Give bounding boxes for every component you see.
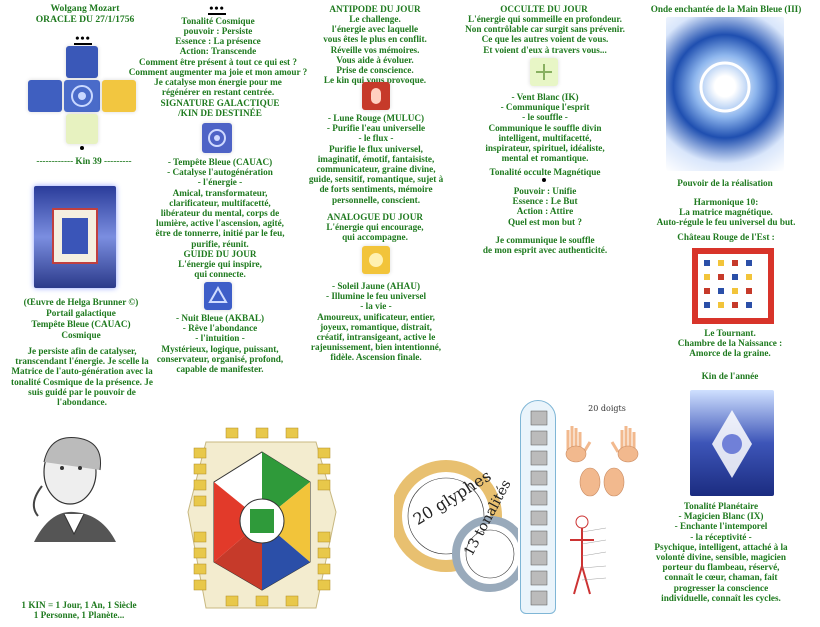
castle-grid — [692, 248, 774, 324]
realisation-label: Pouvoir de la réalisation — [677, 178, 773, 188]
storm-glyph — [202, 123, 232, 153]
doigts-label: 20 doigts — [588, 404, 626, 413]
mozart-portrait — [20, 426, 128, 542]
oracle-date: ORACLE DU 27/1/1756 — [35, 14, 135, 25]
analog-description: - Soleil Jaune (AHAU) - Illumine le feu … — [310, 281, 442, 363]
guide-title: GUIDE DU JOUR — [183, 249, 257, 259]
night-glyph — [204, 282, 232, 310]
portal-artwork — [34, 186, 116, 288]
kin-equation-1: 1 KIN = 1 Jour, 1 An, 1 Siècle — [21, 600, 137, 610]
artwork-frame — [52, 208, 98, 264]
wind-glyph — [530, 58, 558, 86]
hands-feet — [562, 420, 646, 500]
moon-glyph — [362, 82, 390, 110]
kin-equation-2: 1 Personne, 1 Planète... — [33, 610, 125, 620]
analog-title: ANALOGUE DU JOUR — [327, 212, 423, 222]
magnetic-dot — [542, 178, 546, 182]
guide-description: - Nuit Bleue (AKBAL) - Rêve l'abondance … — [156, 313, 284, 375]
oracle-cross: ••• — [28, 31, 138, 152]
wave-artwork — [666, 17, 784, 171]
castle-grid-icon — [698, 254, 768, 318]
sun-icon — [369, 253, 383, 267]
tzolkin-wheel — [186, 412, 338, 616]
glyph-antipode-top — [66, 46, 98, 78]
storm-icon — [208, 129, 226, 147]
wheel-diagram — [187, 427, 337, 609]
analog-subtitle: L'énergie qui encourage, qui accompagne. — [326, 222, 424, 243]
glyph-kin-center — [64, 80, 100, 112]
storm-glyph-icon — [71, 85, 93, 107]
occult-tone-title: Tonalité occulte Magnétique — [489, 167, 601, 177]
artwork-credit: (Œuvre de Helga Brunner ©) — [23, 297, 139, 307]
chateau-title: Château Rouge de l'Est : — [677, 232, 775, 242]
glyph-analog-right — [102, 80, 136, 112]
wind-icon — [536, 64, 552, 80]
person-name: Wolgang Mozart — [50, 3, 120, 14]
wave-title: Onde enchantée de la Main Bleue (III) — [650, 4, 802, 14]
glyph-tone-gears — [390, 436, 528, 606]
tone-description: pouvoir : Persiste Essence : La présence… — [128, 26, 308, 98]
occult-title: OCCULTE DU JOUR — [500, 4, 588, 14]
occult-closing: Je communique le souffle de mon esprit a… — [482, 235, 608, 256]
antipode-description: - Lune Rouge (MULUC) - Purifie l'eau uni… — [308, 113, 444, 205]
body-chakra-diagram — [562, 504, 632, 608]
guide-subtitle: L'énergie qui inspire, qui connecte. — [178, 259, 262, 280]
tone-dot — [80, 146, 84, 150]
occult-subtitle: L'énergie qui sommeille en profondeur. N… — [465, 14, 625, 55]
tournant-text: Le Tournant. Chambre de la Naissance : A… — [677, 328, 783, 359]
kin-seal-name: Tempête Bleue (CAUAC) — [31, 319, 131, 329]
sun-glyph — [362, 246, 390, 274]
antipode-title: ANTIPODE DU JOUR — [329, 4, 421, 14]
kin-annee-title: Kin de l'année — [701, 371, 759, 381]
cosmic-tone-dots: ••• — [208, 1, 226, 15]
tone-dots: ••• — [74, 31, 92, 45]
glyph-guide-left — [28, 80, 62, 112]
kin-affirmation: Je persiste afin de catalyser, transcend… — [11, 346, 153, 408]
moon-icon — [371, 88, 381, 104]
glyph-occult-bottom — [66, 114, 98, 144]
antipode-subtitle: Le challenge. l'énergie avec laquelle vo… — [323, 14, 427, 86]
glyph-strip-icons — [530, 410, 548, 606]
kin-annee-description: Tonalité Planétaire - Magicien Blanc (IX… — [654, 501, 788, 603]
gears-diagram — [390, 460, 528, 592]
artwork-figure — [62, 218, 88, 254]
portrait-engraving — [20, 426, 128, 542]
hands-feet-icon — [565, 426, 639, 497]
signature-description: - Tempête Bleue (CAUAC) - Catalyse l'aut… — [155, 157, 285, 249]
wave-spiral-icon — [699, 61, 751, 113]
body-icon — [570, 515, 607, 595]
occult-tone-description: Pouvoir : Unifie Essence : Le But Action… — [507, 186, 583, 227]
kin-number: ------------ Kin 39 --------- — [36, 156, 132, 166]
kin-tone-name: Cosmique — [61, 330, 101, 340]
night-icon — [208, 285, 228, 303]
signature-title: SIGNATURE GALACTIQUE /KIN DE DESTINÉE — [160, 98, 280, 119]
harmonique-text: Harmonique 10: La matrice magnétique. Au… — [656, 197, 796, 228]
magician-icon — [712, 410, 752, 478]
occult-description: - Vent Blanc (IK) - Communique l'esprit … — [485, 92, 605, 164]
glyph-strip — [520, 400, 556, 614]
magician-artwork — [690, 390, 774, 496]
portal-label: Portail galactique — [46, 308, 116, 318]
tone-title: Tonalité Cosmique — [181, 16, 255, 26]
